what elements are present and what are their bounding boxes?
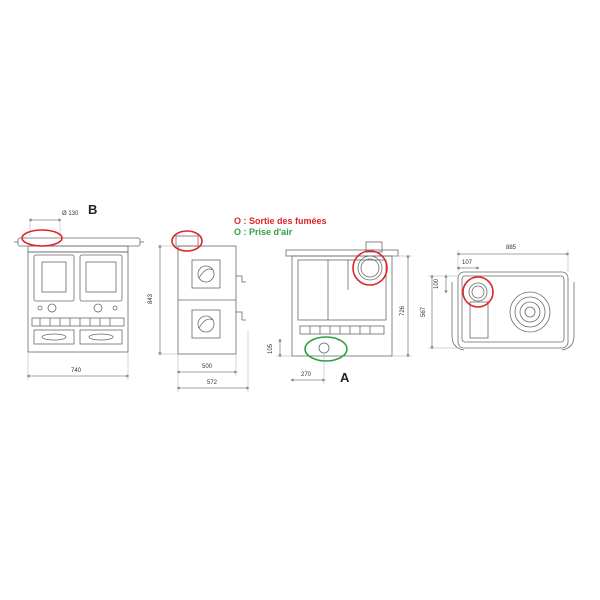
dim-side-depth-total: 572	[207, 380, 218, 386]
front-control-right	[93, 303, 103, 313]
front-view	[14, 218, 144, 380]
dim-front-width: 740	[71, 368, 82, 374]
side-flue-highlight	[171, 230, 203, 252]
view-a-label: A	[340, 370, 350, 385]
dim-front-flue-diameter: Ø 130	[62, 211, 79, 217]
view-b-label: B	[88, 202, 98, 217]
side-upper-window	[191, 259, 221, 289]
front-top-plate	[17, 237, 141, 247]
top-flue-outlet	[468, 282, 488, 302]
front-drawer-left	[33, 329, 75, 345]
dim-height: 843	[148, 293, 155, 305]
dim-rear-air-height: 105	[268, 343, 275, 355]
smoke-marker: O	[234, 216, 242, 226]
front-control-left	[47, 303, 57, 313]
rear-view	[276, 241, 412, 384]
dim-side-depth-inner: 500	[202, 364, 213, 370]
air-text: : Prise d'air	[243, 227, 293, 237]
top-view	[428, 250, 575, 351]
front-left-door	[33, 254, 75, 302]
dim-top-width: 885	[506, 245, 517, 251]
top-flue-highlight	[462, 276, 494, 308]
dim-top-depth: 567	[421, 306, 428, 318]
dim-rear-air-offset: 270	[301, 372, 312, 378]
rear-flue-highlight	[352, 250, 388, 286]
side-lower-window	[191, 309, 221, 339]
smoke-text: : Sortie des fumées	[243, 216, 327, 226]
front-body	[27, 251, 129, 353]
top-body	[457, 271, 569, 349]
rear-air-highlight	[304, 336, 348, 362]
legend-smoke-outlet: O : Sortie des fumées	[234, 216, 327, 226]
front-right-door	[79, 254, 123, 302]
top-hob	[509, 291, 551, 333]
air-marker: O	[234, 227, 242, 237]
rear-air-intake	[318, 342, 330, 354]
front-drawer-right	[79, 329, 123, 345]
legend-air-intake: O : Prise d'air	[234, 227, 292, 237]
dim-top-flue-offset-y: 100	[434, 278, 441, 290]
dim-rear-flue-height: 726	[400, 305, 407, 317]
front-flue-highlight	[21, 229, 63, 247]
rear-flue-outlet	[357, 255, 383, 281]
side-view	[158, 235, 250, 392]
dim-top-flue-offset-x: 107	[462, 260, 473, 266]
